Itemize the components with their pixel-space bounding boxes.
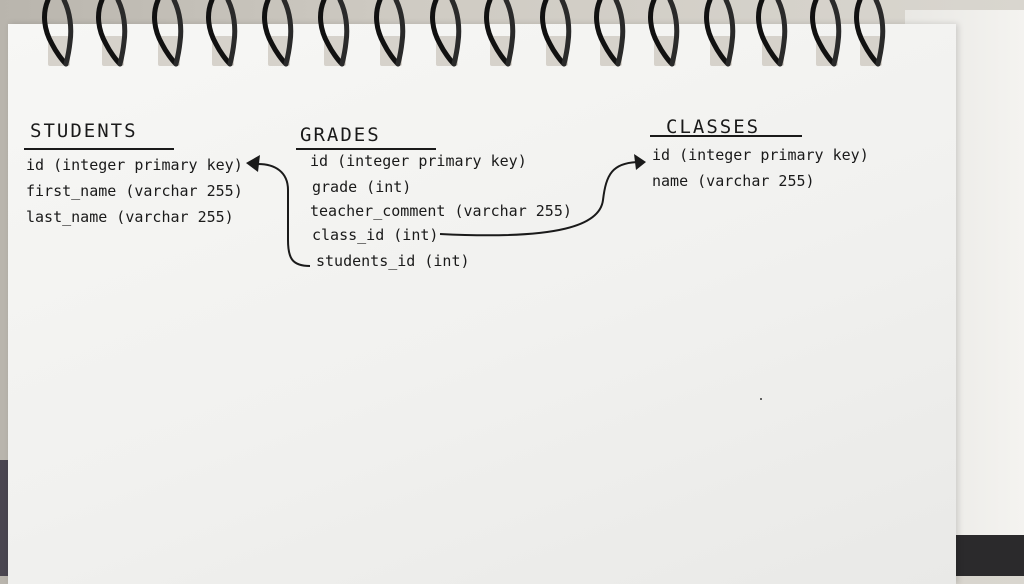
students-field-id: id (integer primary key)	[26, 156, 243, 174]
spiral-ring	[648, 0, 680, 67]
notebook-page	[8, 24, 956, 584]
spiral-ring	[152, 0, 184, 67]
students-field-last-name: last_name (varchar 255)	[26, 208, 234, 226]
grades-field-students-id: students_id (int)	[316, 252, 470, 270]
classes-field-name: name (varchar 255)	[652, 172, 815, 190]
grades-table-title: GRADES	[300, 124, 381, 146]
arrowhead-students-id	[246, 155, 260, 172]
spiral-ring	[42, 0, 74, 67]
students-title-underline	[24, 148, 174, 150]
desk-edge	[950, 535, 1024, 576]
arrowhead-classes-id	[634, 154, 646, 170]
spiral-ring	[810, 0, 842, 67]
spiral-ring	[594, 0, 626, 67]
students-field-first-name: first_name (varchar 255)	[26, 182, 243, 200]
spiral-ring	[318, 0, 350, 67]
classes-title-underline	[650, 135, 802, 137]
spiral-ring	[484, 0, 516, 67]
grades-field-class-id: class_id (int)	[312, 226, 439, 244]
spiral-ring	[756, 0, 788, 67]
spiral-ring	[96, 0, 128, 67]
classes-field-id: id (integer primary key)	[652, 146, 869, 164]
grades-field-id: id (integer primary key)	[310, 152, 527, 170]
arrow-class-id-to-classes-id	[439, 161, 641, 237]
spiral-ring	[262, 0, 294, 67]
spiral-ring	[854, 0, 886, 67]
spiral-ring	[704, 0, 736, 67]
spiral-ring	[540, 0, 572, 67]
grades-field-grade: grade (int)	[312, 178, 412, 196]
grades-field-teacher-comment: teacher_comment (varchar 255)	[310, 202, 572, 220]
grades-title-underline	[296, 148, 436, 150]
students-table-title: STUDENTS	[30, 120, 138, 142]
arrow-students-id-to-students-id	[257, 163, 311, 267]
spiral-ring	[374, 0, 406, 67]
spiral-ring	[430, 0, 462, 67]
classes-table-title: CLASSES	[666, 116, 761, 138]
pencil-dot	[760, 398, 762, 400]
spiral-ring	[206, 0, 238, 67]
